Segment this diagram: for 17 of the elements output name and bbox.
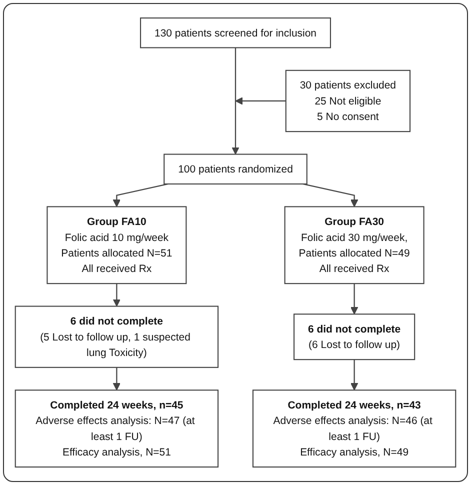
node-box: Group FA30 Folic acid 30 mg/week, Patients allocated N=49 All received Rx [284,206,424,284]
node-box: Group FA10 Folic acid 10 mg/week Patients allocated N=51 All received Rx [46,206,187,284]
node-box: 130 patients screened for inclusion [140,17,331,48]
arrow [350,284,358,314]
arrow [235,97,286,105]
arrow [112,367,121,390]
arrow [232,48,240,155]
arrow [350,360,358,390]
node-box: 30 patients excluded 25 Not eligible 5 No consent [285,70,411,132]
node-box: Completed 24 weeks, n=43 Adverse effects analysis: N=46 (at least 1 FU) Efficacy analysis, N=49 [252,390,456,468]
node-box: Completed 24 weeks, n=45 Adverse effects analysis: N=47 (at least 1 FU) Efficacy analysis, N=51 [14,390,219,468]
node-box: 100 patients randomized [164,154,308,184]
node-box: 6 did not complete (6 Lost to follow up) [294,314,416,360]
node-box: 6 did not complete (5 Lost to follow up, 1 suspected lung Toxicity) [14,306,219,368]
arrow [112,183,168,208]
arrow [302,183,358,208]
arrow [112,284,121,307]
